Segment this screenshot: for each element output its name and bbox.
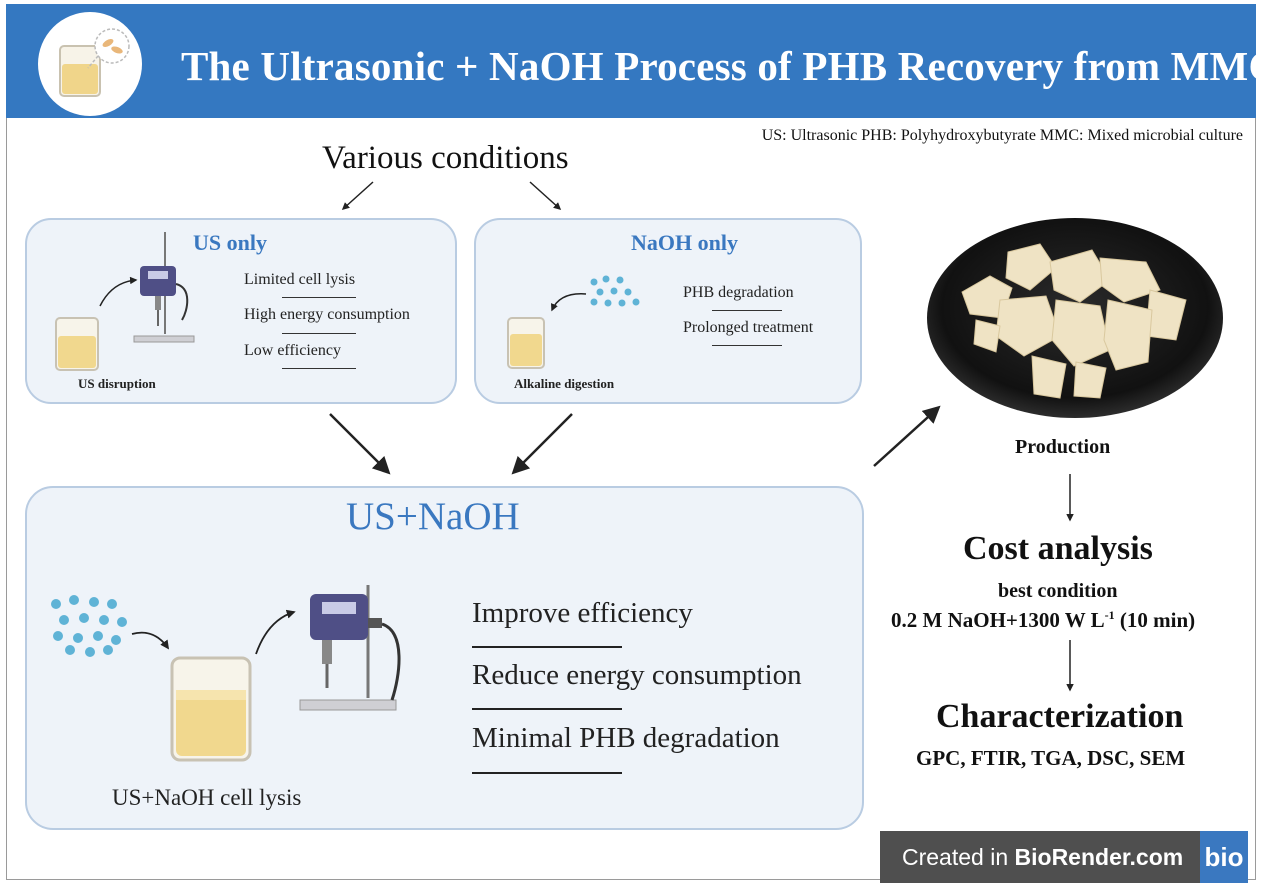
credit-brand: BioRender.com bbox=[1014, 844, 1184, 870]
us-only-title: US only bbox=[193, 230, 267, 255]
characterization-methods: GPC, FTIR, TGA, DSC, SEM bbox=[916, 746, 1186, 770]
us-feature-1: Limited cell lysis bbox=[244, 271, 356, 288]
phb-product-photo bbox=[927, 218, 1223, 418]
best-condition-duration: (10 min) bbox=[1114, 608, 1196, 632]
us-feature-2-underline bbox=[282, 333, 356, 334]
naoh-only-caption: Alkaline digestion bbox=[514, 376, 615, 391]
naoh-only-particles-icon bbox=[590, 275, 640, 307]
combined-flow-arrow-1 bbox=[131, 631, 170, 650]
naoh-feature-2-underline bbox=[712, 345, 782, 346]
page-title: The Ultrasonic + NaOH Process of PHB Rec… bbox=[181, 43, 1263, 89]
us-feature-2: High energy consumption bbox=[244, 306, 410, 323]
combined-feature-2-underline bbox=[472, 708, 622, 710]
us-feature-3-underline bbox=[282, 368, 356, 369]
us-only-panel bbox=[25, 218, 457, 404]
us-feature-3: Low efficiency bbox=[244, 342, 341, 359]
us-naoh-panel bbox=[25, 486, 864, 830]
us-only-beaker-icon bbox=[55, 317, 99, 371]
combined-beaker-icon bbox=[170, 656, 252, 762]
characterization-heading: Characterization bbox=[936, 698, 1184, 735]
combined-flow-arrow-2 bbox=[255, 609, 296, 655]
combined-feature-1-underline bbox=[472, 646, 622, 648]
combined-feature-2: Reduce energy consumption bbox=[472, 659, 802, 691]
best-condition-value: 0.2 M NaOH+1300 W L-1 (10 min) bbox=[891, 608, 1195, 633]
combined-feature-3-underline bbox=[472, 772, 622, 774]
biorender-credit: Created in BioRender.com bbox=[880, 831, 1200, 883]
cost-analysis-heading: Cost analysis bbox=[963, 530, 1153, 567]
arrow-to-naoh-only bbox=[529, 181, 562, 211]
naoh-only-title: NaOH only bbox=[631, 230, 738, 255]
combined-feature-3: Minimal PHB degradation bbox=[472, 722, 780, 754]
beaker-microbe-icon bbox=[38, 12, 142, 116]
header-banner: The Ultrasonic + NaOH Process of PHB Rec… bbox=[6, 4, 1263, 118]
us-only-caption: US disruption bbox=[78, 376, 156, 391]
arrow-to-production bbox=[873, 405, 941, 467]
combined-sonicator-icon bbox=[299, 585, 401, 711]
naoh-feature-1: PHB degradation bbox=[683, 284, 794, 301]
arrow-us-to-combined bbox=[329, 413, 391, 475]
us-only-sonicator-icon bbox=[133, 232, 195, 343]
abbreviation-legend: US: Ultrasonic PHB: Polyhydroxybutyrate … bbox=[761, 127, 1243, 144]
us-feature-1-underline bbox=[282, 297, 356, 298]
naoh-only-flow-arrow bbox=[551, 293, 587, 312]
best-condition-label: best condition bbox=[998, 580, 1118, 602]
best-condition-main: 0.2 M NaOH+1300 W L bbox=[891, 608, 1105, 632]
arrow-to-us-only bbox=[341, 181, 374, 211]
credit-prefix: Created in bbox=[902, 844, 1015, 870]
combined-feature-1: Improve efficiency bbox=[472, 597, 693, 629]
biorender-logo-icon: bio bbox=[1200, 831, 1248, 883]
arrow-naoh-to-combined bbox=[511, 413, 573, 475]
naoh-feature-2: Prolonged treatment bbox=[683, 319, 814, 336]
naoh-only-beaker-icon bbox=[507, 317, 545, 369]
us-naoh-caption: US+NaOH cell lysis bbox=[112, 785, 302, 810]
best-condition-exponent: -1 bbox=[1104, 608, 1115, 622]
conditions-heading: Various conditions bbox=[322, 140, 569, 176]
combined-naoh-particles-icon bbox=[51, 595, 127, 657]
us-only-flow-arrow bbox=[99, 276, 138, 307]
us-naoh-title: US+NaOH bbox=[346, 495, 520, 538]
naoh-only-panel bbox=[474, 218, 862, 404]
naoh-feature-1-underline bbox=[712, 310, 782, 311]
production-label: Production bbox=[1015, 436, 1111, 458]
